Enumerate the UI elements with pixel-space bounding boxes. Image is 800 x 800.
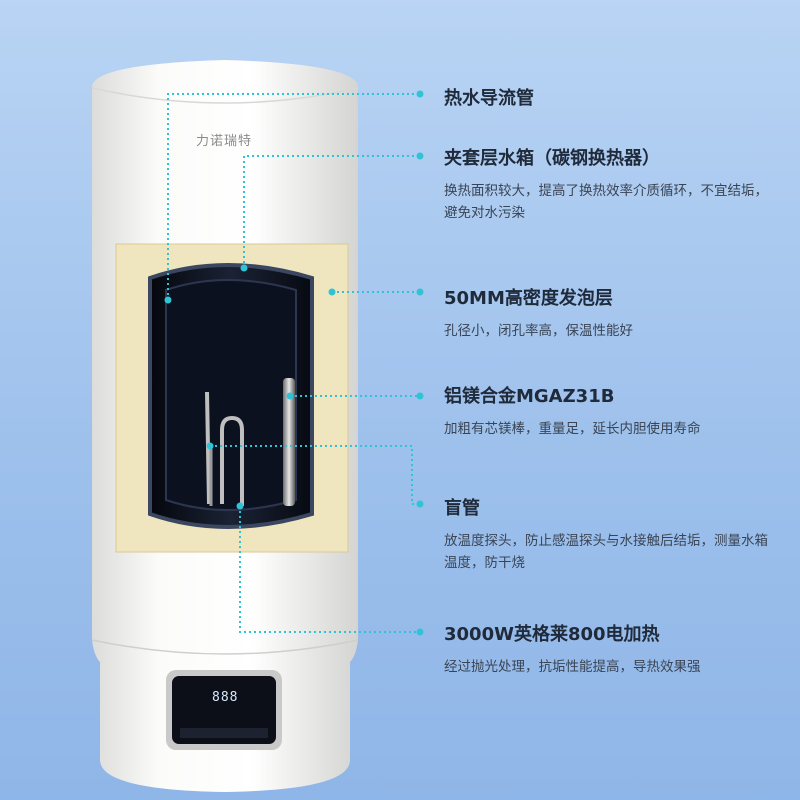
feature-jacket-tank: 夹套层水箱（碳钢换热器） 换热面积较大，提高了换热效率介质循环，不宜结垢，避免对… (444, 144, 774, 224)
callout-lines (167, 93, 420, 633)
brand-logo-text: 力诺瑞特 (196, 134, 253, 149)
feature-title: 夹套层水箱（碳钢换热器） (444, 148, 660, 169)
feature-desc: 换热面积较大，提高了换热效率介质循环，不宜结垢，避免对水污染 (444, 183, 768, 221)
feature-desc: 加粗有芯镁棒，重量足，延长内胆使用寿命 (444, 421, 701, 437)
inner-tank (148, 263, 314, 529)
feature-title: 盲管 (444, 498, 480, 519)
feature-title: 3000W英格莱800电加热 (444, 624, 660, 645)
callout-dots (164, 90, 424, 636)
feature-title: 热水导流管 (444, 88, 534, 109)
feature-desc: 孔径小，闭孔率高，保温性能好 (444, 323, 633, 339)
feature-magnesium-rod: 铝镁合金MGAZ31B 加粗有芯镁棒，重量足，延长内胆使用寿命 (444, 382, 774, 440)
feature-heating-element: 3000W英格莱800电加热 经过抛光处理，抗垢性能提高，导热效果强 (444, 620, 774, 678)
feature-blind-tube: 盲管 放温度探头，防止感温探头与水接触后结垢，测量水箱温度，防干烧 (444, 494, 774, 574)
magnesium-rod (283, 378, 295, 506)
feature-title: 50MM高密度发泡层 (444, 288, 613, 309)
feature-desc: 放温度探头，防止感温探头与水接触后结垢，测量水箱温度，防干烧 (444, 533, 768, 571)
feature-hot-water-tube: 热水导流管 (444, 84, 534, 110)
control-panel (166, 670, 282, 750)
feature-foam-layer: 50MM高密度发泡层 孔径小，闭孔率高，保温性能好 (444, 284, 774, 342)
feature-title: 铝镁合金MGAZ31B (444, 386, 615, 407)
panel-display: 888 (212, 690, 239, 705)
feature-desc: 经过抛光处理，抗垢性能提高，导热效果强 (444, 659, 701, 675)
